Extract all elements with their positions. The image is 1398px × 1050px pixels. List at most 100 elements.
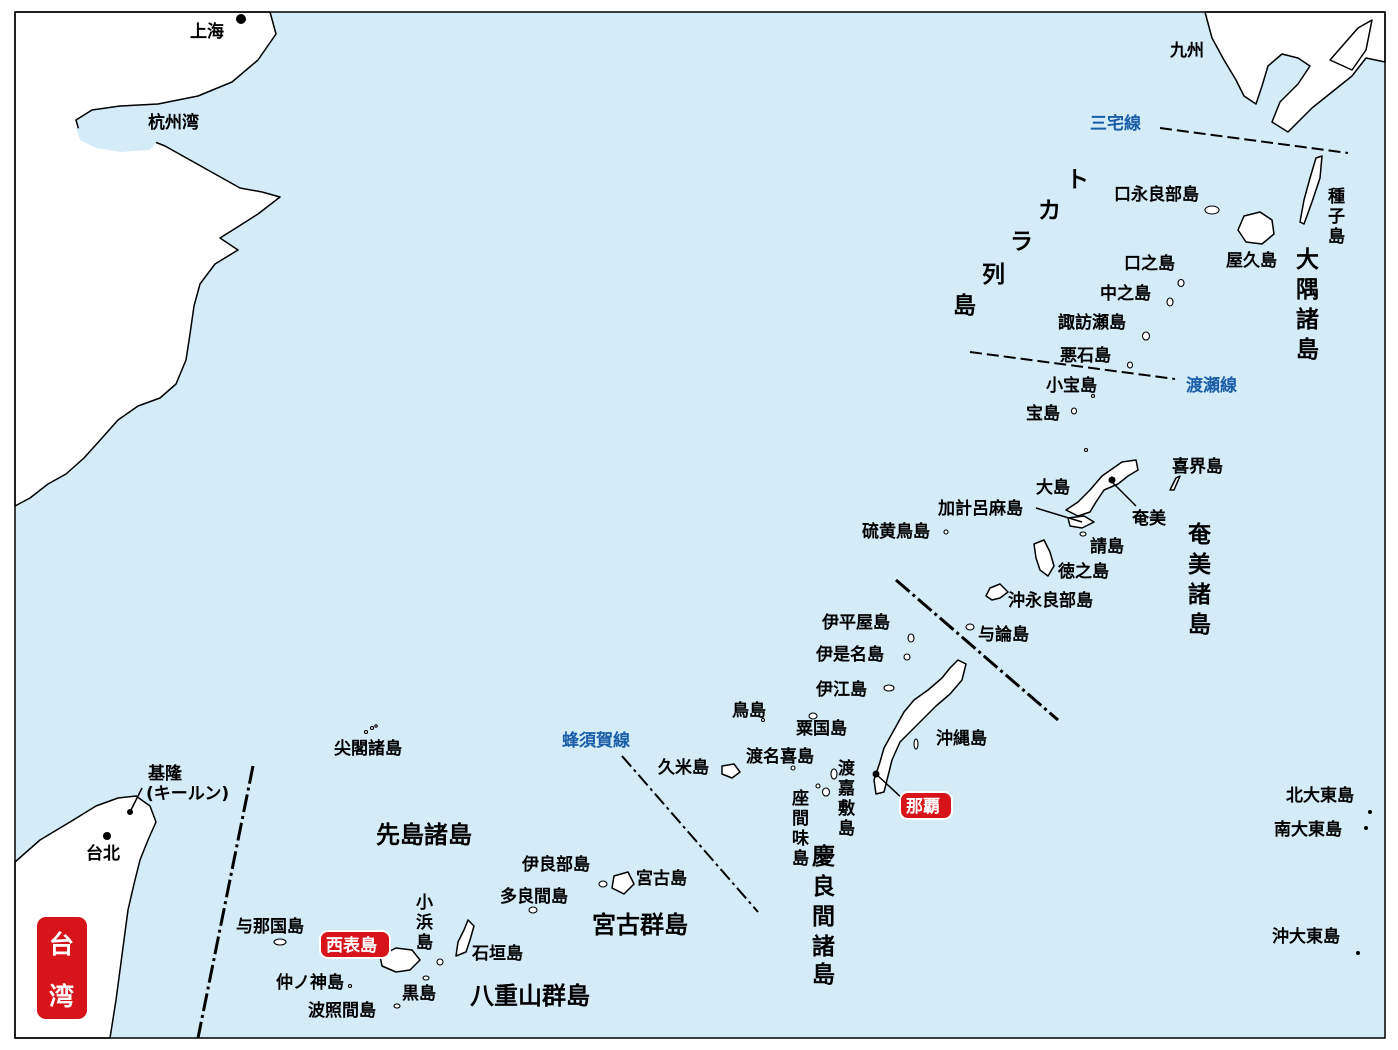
takarajima-label: 宝島 [1026,403,1060,424]
tokashiki-label-2: 嘉 [837,778,855,799]
tanegashima-label-3: 島 [1328,226,1345,247]
osumi-group-label-3: 諸 [1296,306,1319,333]
hachisuka-line [621,755,759,913]
kerama-label-3: 間 [812,904,835,930]
tarama-shape [528,906,538,914]
nakanokami-shape [347,983,353,989]
tanegashima-shape [1299,155,1323,225]
zamami-label-4: 島 [792,848,809,869]
taiwan-label-bottom: 湾 [49,982,74,1011]
amami-city-dot [1108,476,1116,484]
tokara-group-label-1: ト [1066,167,1089,193]
tarama-label: 多良間島 [500,886,568,907]
tokara-group-label-3: ラ [1010,229,1033,255]
zamami-label-2: 間 [792,809,809,829]
okinoerabu-label: 沖永良部島 [1008,590,1093,611]
iheya-label: 伊平屋島 [821,612,890,633]
amami-group-label-1: 奄 [1187,521,1212,548]
naha-tag [899,791,953,820]
miyakojima-shape [611,871,635,895]
nakanoshima-shape [1166,297,1174,307]
suwanosejima-shape [1141,331,1151,341]
okidaito-label: 沖大東島 [1272,926,1340,947]
taipei-dot [103,832,111,840]
sakishima-group-label: 先島諸島 [376,821,472,849]
naha-dot [872,770,880,778]
zamami-label-1: 座 [792,788,809,809]
naha-leader [875,773,905,801]
kuroshima-shape [422,975,430,981]
minamidaito-label: 南大東島 [1274,819,1342,840]
naha-label: 那覇 [906,797,940,817]
kuroshima-label: 黒島 [402,983,436,1004]
akusekijima-label: 悪石島 [1060,345,1111,366]
senkaku-islet-a [363,729,369,735]
ioutorishima-shape [943,529,949,535]
kohama-label-1: 小 [416,893,433,913]
osumi-group-label-2: 隅 [1296,277,1319,303]
kyushu-landmass [1204,11,1386,133]
kikaijima-shape [1169,475,1181,491]
yakushima-label: 屋久島 [1226,250,1277,271]
ishigakijima-shape [455,919,475,957]
tonaki-shape [790,765,796,771]
miyako-group-label: 宮古群島 [592,911,688,939]
keelung-label-1: 基隆 [147,763,183,784]
nakanokami-label: 仲ノ神島 [276,972,344,993]
kumejima-shape [721,763,741,779]
kerama-label-4: 諸 [812,933,835,960]
kakeromajima-label: 加計呂麻島 [937,498,1023,519]
watase-line [969,351,1176,380]
iriomote-tag [319,930,391,959]
irabu-label: 伊良部島 [521,854,590,875]
shanghai-label: 上海 [190,21,224,42]
yonaguni-shape [273,938,287,946]
kohama-shape [436,958,444,966]
kakeroma-leader [1035,507,1083,523]
taiwan-label-top: 台 [49,930,74,959]
kyushu-label: 九州 [1169,41,1204,61]
tokara-amami-boundary [895,578,1059,722]
kumejima-label: 久米島 [658,757,709,778]
yoron-label: 与論島 [978,624,1029,645]
kyushu-east-peninsula [1329,19,1373,71]
kitadaito-label: 北大東島 [1286,785,1354,806]
okinawa-main-island [873,659,967,795]
miyakojima-label: 宮古島 [636,868,687,889]
tonaki-label: 渡名喜島 [746,746,814,767]
tokara-group-label-5: 島 [953,292,976,319]
amami-oshima-shape [1065,459,1139,517]
suwanosejima-label: 諏訪瀬島 [1058,312,1126,333]
kerama-islet-c [815,783,821,789]
taiwan-name-box [35,915,89,1021]
kodakarajima-label: 小宝島 [1046,375,1097,396]
kohama-label-3: 島 [416,932,433,953]
hangzhou-bay-label: 杭州湾 [148,112,199,133]
map-frame [14,11,1386,1039]
nakanoshima-label: 中之島 [1100,283,1151,304]
taipei-label: 台北 [86,843,120,864]
yakushima-shape [1237,211,1275,245]
minamidaito-dot [1364,826,1368,830]
iheya-shape [907,633,915,643]
torishima-label: 鳥島 [732,700,766,721]
small-islet [1083,447,1089,453]
keelung-dot [127,809,133,815]
yaeyama-group-label: 八重山群島 [470,982,590,1010]
zamami-label-3: 味 [792,828,809,849]
tokara-group-label-2: カ [1038,198,1061,224]
keelung-leader [129,787,143,813]
kuchinoerabu-label: 口永良部島 [1114,184,1199,205]
ukejima-label: 請島 [1090,536,1124,557]
aguni-shape [808,712,818,720]
amami-group-label-4: 島 [1188,611,1211,638]
okinoerabu-shape [985,583,1009,601]
torishima-shape [760,717,766,723]
kerama-islet-a [830,768,838,780]
tokashiki-label-1: 渡 [838,758,856,779]
tokashiki-label-4: 島 [838,818,855,839]
senkaku-label: 尖閣諸島 [334,738,402,759]
kohama-label-2: 浜 [416,913,433,933]
